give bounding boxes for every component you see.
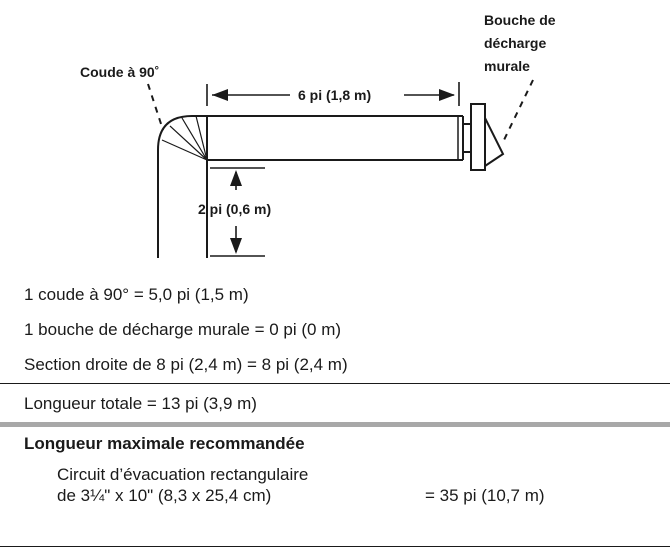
divider-top — [0, 383, 670, 384]
elbow-length-line: 1 coude à 90° = 5,0 pi (1,5 m) — [24, 285, 249, 304]
max-length-heading: Longueur maximale recommandée — [24, 434, 305, 453]
total-length-line: Longueur totale = 13 pi (3,9 m) — [24, 394, 257, 413]
label-horizontal-length: 6 pi (1,8 m) — [298, 87, 371, 103]
elbow-segments — [161, 115, 208, 161]
elbow — [157, 115, 208, 160]
straight-length-line: Section droite de 8 pi (2,4 m) = 8 pi (2… — [24, 355, 348, 374]
label-hood-1: Bouche de — [484, 12, 556, 28]
divider-gray — [0, 422, 670, 427]
wall-hood-plate — [470, 103, 486, 171]
vent-diagram: Coude à 90˚ 6 pi (1,8 m) 2 pi (0,6 m) Bo… — [80, 12, 556, 258]
circuit-line-1: Circuit d’évacuation rectangulaire — [57, 465, 309, 484]
label-hood-3: murale — [484, 58, 530, 74]
label-vertical-length: 2 pi (0,6 m) — [198, 201, 271, 217]
horizontal-duct — [207, 115, 464, 161]
circuit-line-2: de 3¼" x 10" (8,3 x 25,4 cm) — [57, 486, 272, 505]
label-hood-2: décharge — [484, 35, 546, 51]
label-elbow: Coude à 90˚ — [80, 64, 159, 80]
elbow-leader — [147, 83, 164, 131]
max-length-value: = 35 pi (10,7 m) — [425, 486, 545, 505]
vertical-duct — [157, 150, 208, 258]
hood-leader — [502, 79, 534, 143]
hood-length-line: 1 bouche de décharge murale = 0 pi (0 m) — [24, 320, 342, 339]
divider-bottom — [0, 546, 670, 547]
wall-hood — [484, 117, 505, 167]
